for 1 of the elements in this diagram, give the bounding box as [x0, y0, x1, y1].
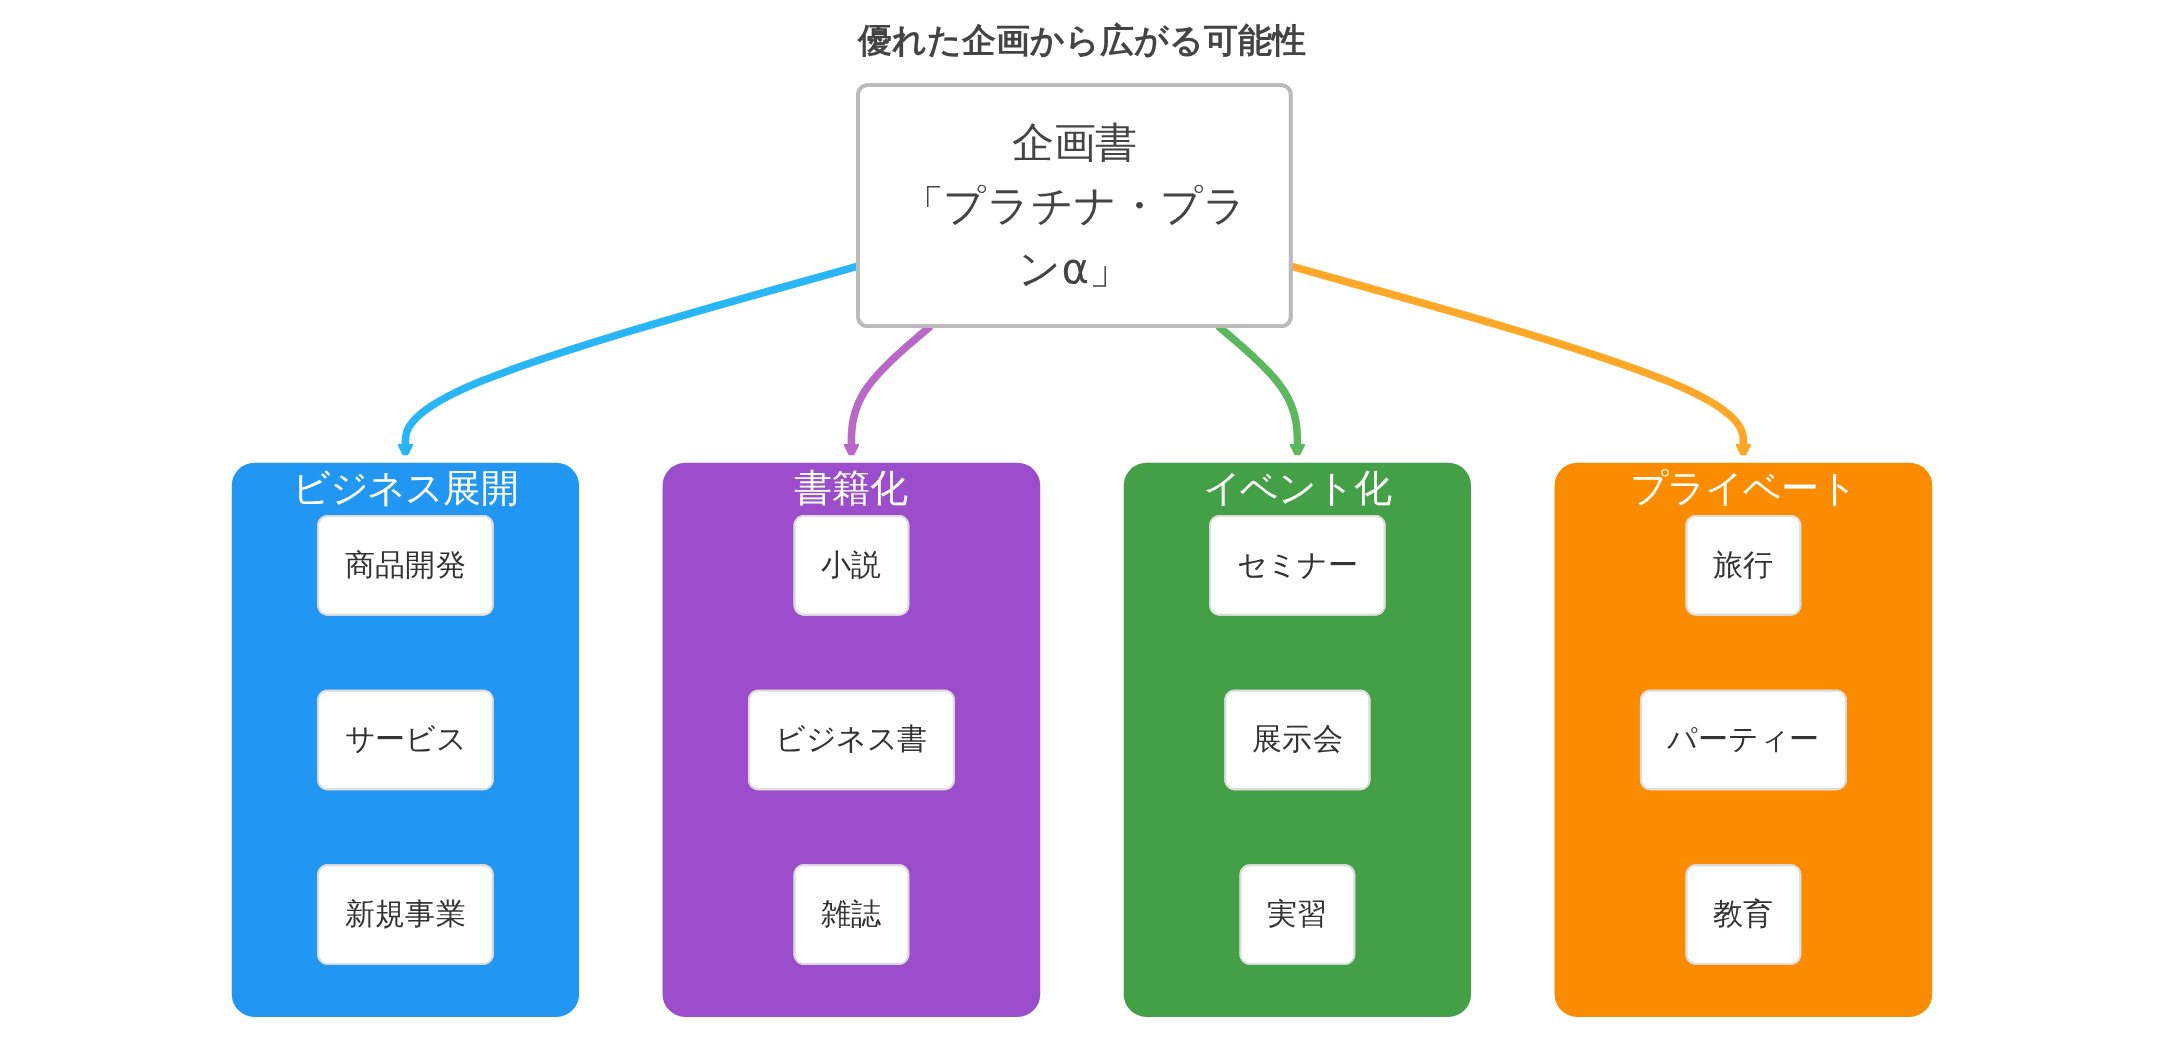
diagram-title: 優れた企画から広がる可能性	[856, 19, 1307, 62]
